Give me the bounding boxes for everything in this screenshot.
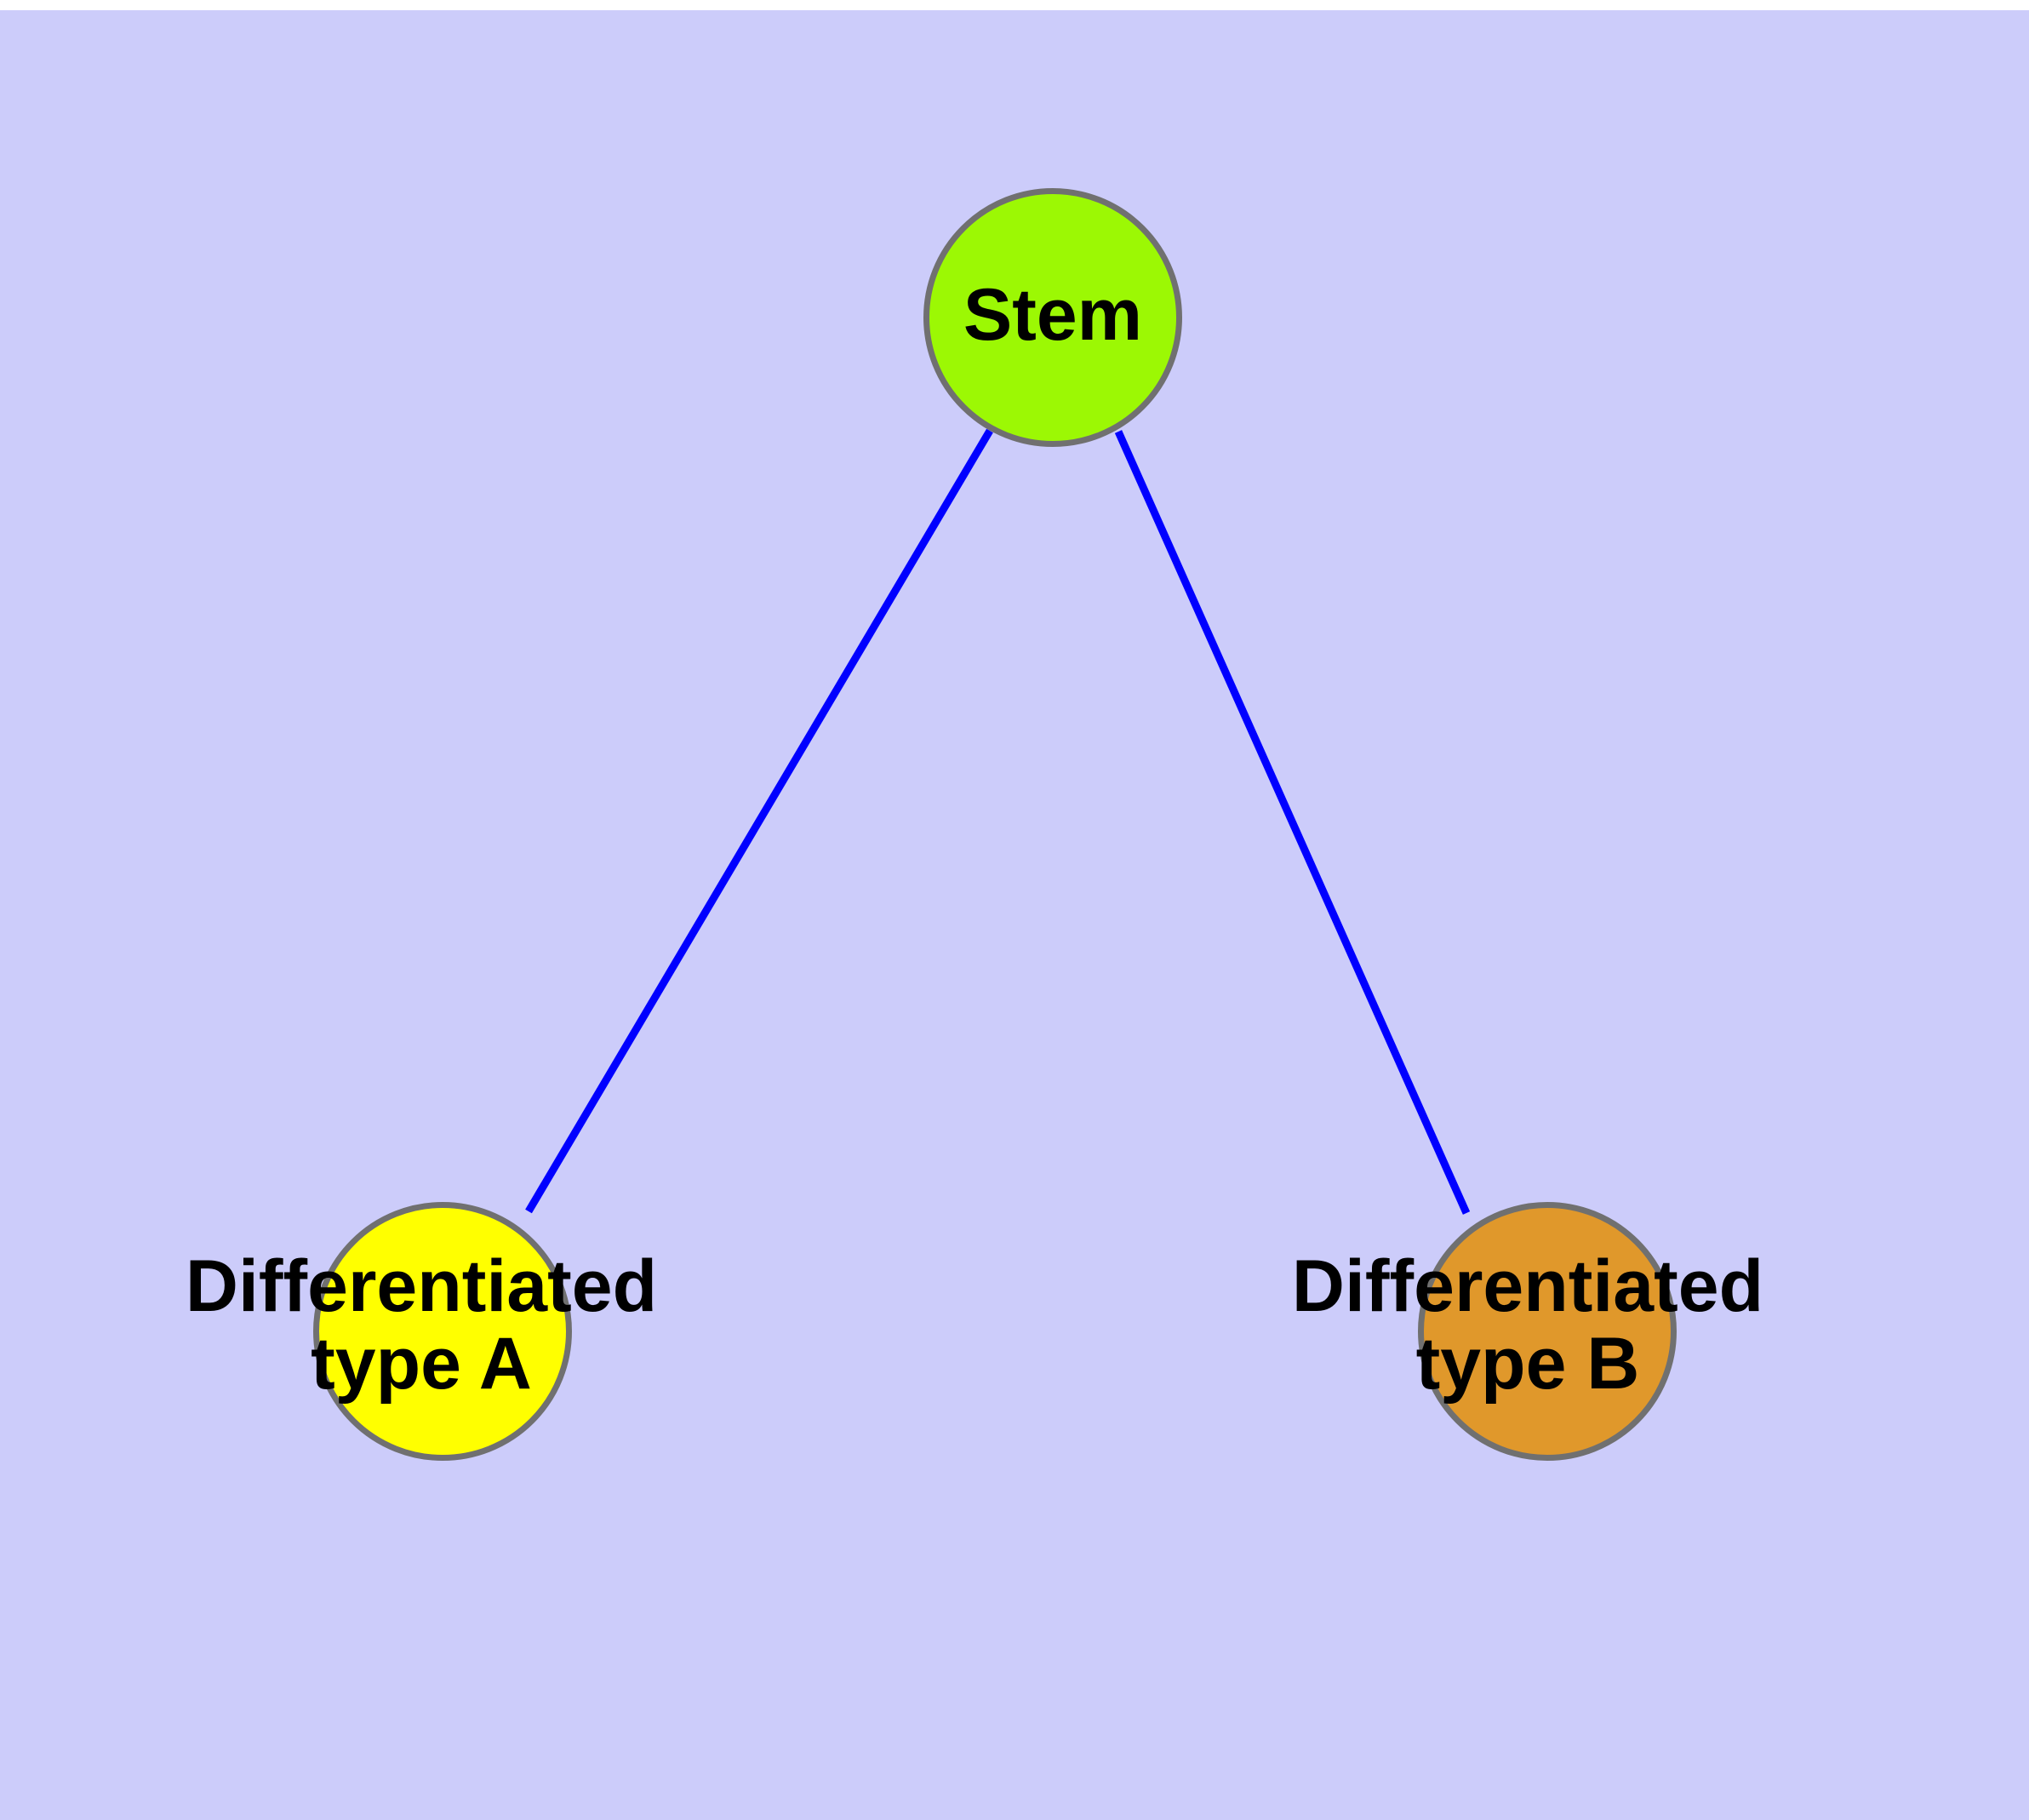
node-layer <box>313 188 1677 1461</box>
edge-stem-to-differentiated-type-a <box>525 428 993 1214</box>
node-differentiated-type-a[interactable] <box>313 1202 572 1461</box>
edge-layer <box>525 428 1471 1215</box>
node-differentiated-type-b[interactable] <box>1418 1202 1677 1461</box>
node-stem[interactable] <box>923 188 1182 447</box>
edge-stem-to-differentiated-type-b <box>1114 430 1471 1215</box>
